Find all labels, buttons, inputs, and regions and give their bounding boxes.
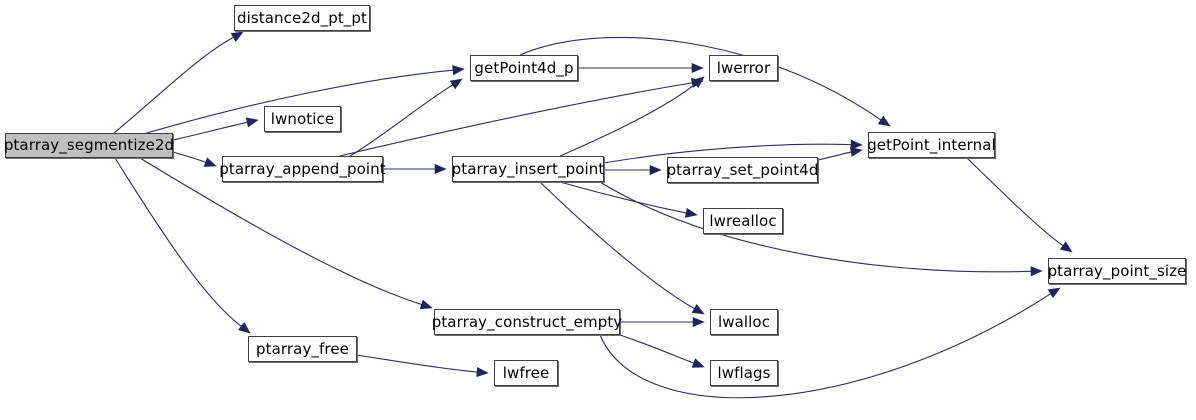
graph-node-label: ptarray_segmentize2d [3,136,175,154]
edge-arrowhead [203,157,217,167]
call-edge-ptarray_construct_empty-to-lwflags [619,334,696,365]
call-edge-getPoint4d_p-to-getPoint_internal [519,36,883,122]
call-edge-ptarray_insert_point-to-lwrealloc [559,181,689,214]
edge-arrowhead [691,304,705,315]
call-edge-ptarray_append_point-to-getPoint4d_p [349,83,455,157]
graph-node-lwnotice[interactable]: lwnotice [264,106,341,132]
graph-node-ptarray_free[interactable]: ptarray_free [248,336,357,362]
edge-arrowhead [230,31,244,42]
graph-node-lwfree[interactable]: lwfree [494,360,558,386]
graph-node-getPoint_internal[interactable]: getPoint_internal [867,132,996,158]
call-edge-ptarray_segmentize2d-to-ptarray_free [114,157,244,328]
call-edge-ptarray_free-to-lwfree [356,354,480,373]
edge-arrowhead [849,146,863,157]
edge-arrowhead [691,62,704,74]
graph-node-ptarray_construct_empty[interactable]: ptarray_construct_empty [431,309,623,335]
graph-node-lwrealloc[interactable]: lwrealloc [703,208,783,234]
graph-node-label: ptarray_point_size [1047,261,1187,280]
graph-node-label: ptarray_set_point4d [666,160,819,179]
graph-node-label: lwrealloc [709,211,777,230]
edge-arrowhead [476,366,489,378]
call-edge-ptarray_segmentize2d-to-lwnotice [172,121,250,141]
edge-arrowhead [684,207,698,218]
edge-arrowhead [692,76,705,88]
edge-arrowhead [238,322,251,334]
graph-node-label: getPoint4d_p [474,58,574,77]
edge-arrowhead [449,78,463,90]
edge-arrowhead [649,164,662,176]
call-edge-ptarray_set_point4d-to-getPoint_internal [817,151,854,161]
call-edge-ptarray_segmentize2d-to-ptarray_construct_empty [139,157,424,306]
graph-node-label: ptarray_append_point [219,159,386,178]
edge-arrowhead [245,117,259,128]
call-edge-ptarray_insert_point-to-ptarray_point_size [599,181,1034,273]
call-edge-ptarray_segmentize2d-to-getPoint4d_p [139,69,456,136]
graph-node-lwflags[interactable]: lwflags [710,360,778,386]
edge-arrowhead [419,299,433,310]
edge-arrowhead [1059,241,1073,253]
edge-arrowhead [1030,266,1043,277]
graph-node-lwalloc[interactable]: lwalloc [710,309,778,335]
graph-node-label: lwfree [502,363,550,382]
edge-arrowhead [692,316,705,328]
call-edge-ptarray_segmentize2d-to-distance2d_pt_pt [113,35,236,134]
edge-arrowhead [434,163,447,175]
graph-node-getPoint4d_p[interactable]: getPoint4d_p [470,55,578,81]
graph-node-lwerror[interactable]: lwerror [709,55,778,81]
call-edge-ptarray_insert_point-to-lwalloc [539,181,697,311]
graph-node-label: getPoint_internal [867,135,996,154]
call-edge-ptarray_append_point-to-lwerror [339,81,695,157]
graph-node-label: lwflags [717,363,771,382]
call-edge-ptarray_insert_point-to-getPoint_internal [603,143,854,164]
graph-node-label: ptarray_construct_empty [431,312,623,331]
graph-node-distance2d_pt_pt[interactable]: distance2d_pt_pt [234,5,370,31]
graph-node-ptarray_point_size[interactable]: ptarray_point_size [1048,258,1186,284]
edge-arrowhead [1047,287,1061,299]
edge-arrowhead [850,139,863,150]
call-edge-ptarray_segmentize2d-to-ptarray_append_point [172,151,208,164]
graph-node-ptarray_insert_point[interactable]: ptarray_insert_point [452,156,604,182]
graph-node-label: lwerror [716,58,771,77]
graph-node-label: distance2d_pt_pt [236,8,368,27]
call-edge-ptarray_insert_point-to-lwerror [559,82,698,157]
graph-node-label: ptarray_insert_point [451,159,605,178]
graph-node-ptarray_append_point[interactable]: ptarray_append_point [219,156,386,182]
graph-node-label: lwalloc [717,312,771,331]
edge-arrowhead [691,358,705,368]
graph-node-label: lwnotice [270,109,335,128]
graph-node-ptarray_segmentize2d[interactable]: ptarray_segmentize2d [3,133,175,158]
call-edge-getPoint_internal-to-ptarray_point_size [966,157,1065,248]
edge-arrowhead [877,115,891,127]
call-edge-ptarray_construct_empty-to-ptarray_point_size [599,292,1053,399]
edge-arrowhead [452,65,465,76]
graph-node-ptarray_set_point4d[interactable]: ptarray_set_point4d [667,157,818,183]
graph-node-label: ptarray_free [255,339,349,358]
